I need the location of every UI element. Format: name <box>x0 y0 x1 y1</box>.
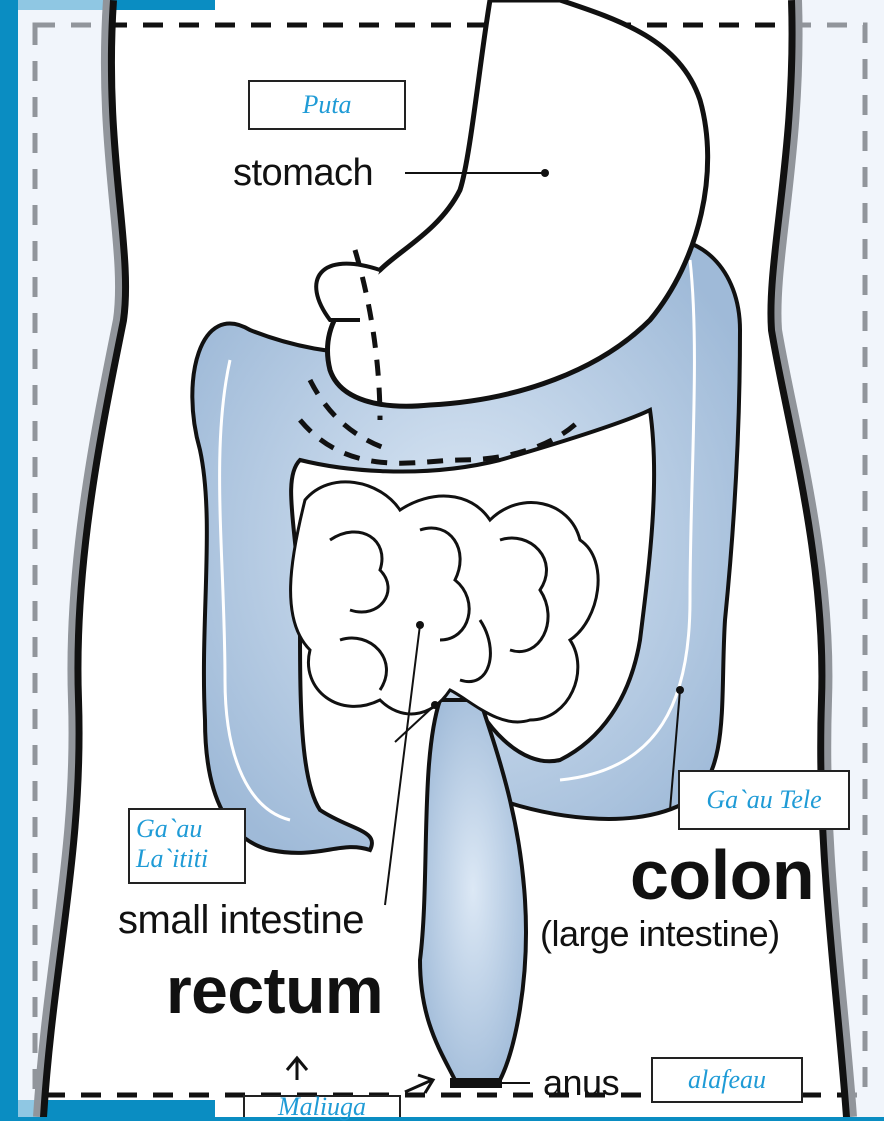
alafeau-box: alafeau <box>651 1057 803 1103</box>
gaau-laititi-line1: Ga`au <box>136 814 238 844</box>
stomach-dot <box>541 169 549 177</box>
small-intestine-label: small intestine <box>118 898 364 943</box>
stomach-label: stomach <box>233 152 373 195</box>
maliuga-box: Maliuga <box>243 1095 401 1117</box>
rectum-dot <box>431 701 439 709</box>
colon-label: colon <box>630 835 814 915</box>
rectum-label: rectum <box>166 952 383 1028</box>
colon-sub-label: (large intestine) <box>540 913 780 955</box>
gaau-laititi-line2: La`ititi <box>136 844 238 874</box>
small-intestine-coils <box>291 482 599 722</box>
anus-band <box>450 1078 502 1088</box>
gaau-tele-box: Ga`au Tele <box>678 770 850 830</box>
left-blue-bar <box>0 0 18 1117</box>
small-intestine-dot <box>416 621 424 629</box>
anus-label: anus <box>543 1062 619 1104</box>
puta-box: Puta <box>248 80 406 130</box>
colon-dot <box>676 686 684 694</box>
gaau-laititi-box: Ga`au La`ititi <box>128 808 246 884</box>
